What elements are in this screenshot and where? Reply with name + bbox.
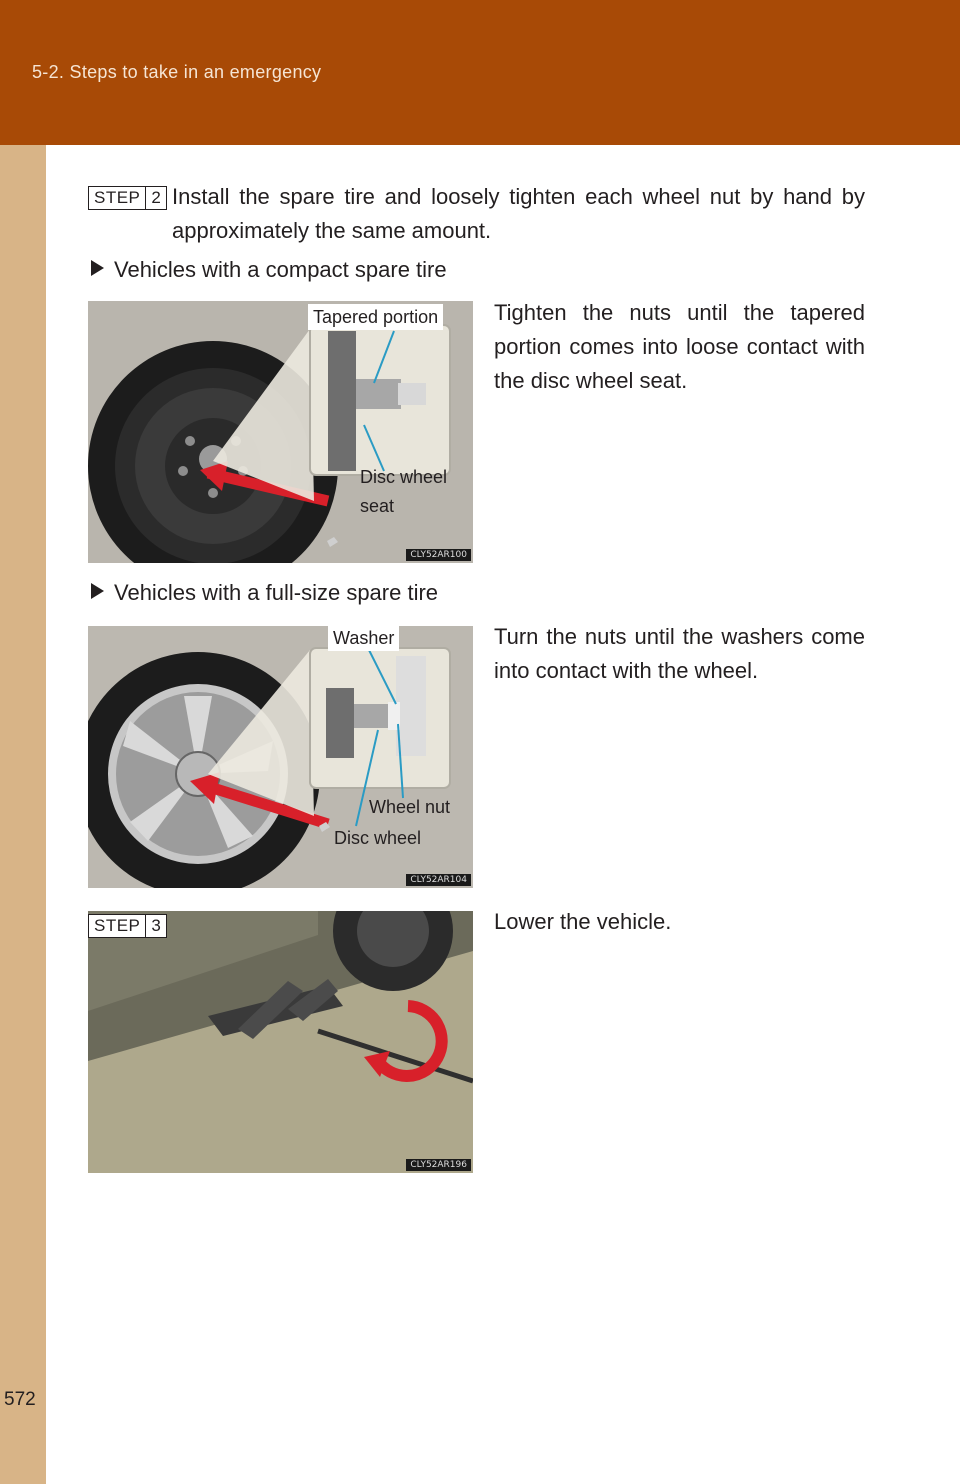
- washer-label: Washer: [328, 626, 400, 651]
- step-number: 3: [151, 916, 161, 935]
- section-title: 5-2. Steps to take in an emergency: [32, 62, 322, 82]
- bullet-triangle-icon: [91, 260, 104, 276]
- compact-instruction: Tighten the nuts until the tapered porti…: [494, 300, 865, 393]
- step-label: STEP: [89, 915, 147, 937]
- step-number: 2: [151, 188, 161, 207]
- figure-code: CLY52AR100: [406, 549, 471, 561]
- disc-wheel-seat-label-line2: seat: [360, 496, 395, 516]
- compact-spare-figure: Tapered portion Disc wheel seat CLY52AR1…: [88, 301, 473, 563]
- bullet-triangle-icon: [91, 583, 104, 599]
- disc-wheel-label: Disc wheel: [334, 828, 422, 848]
- disc-wheel-seat-label-line1: Disc wheel: [360, 467, 448, 487]
- page-header: 5-2. Steps to take in an emergency: [0, 0, 960, 145]
- figure-code: CLY52AR196: [406, 1159, 471, 1171]
- compact-heading: Vehicles with a compact spare tire: [91, 255, 447, 285]
- fullsize-heading: Vehicles with a full-size spare tire: [91, 578, 438, 608]
- step-3-badge: STEP 3: [88, 914, 167, 938]
- step-2-instruction: Install the spare tire and loosely tight…: [172, 184, 865, 243]
- fullsize-instruction: Turn the nuts until the washers come int…: [494, 624, 865, 683]
- lower-vehicle-figure: CLY52AR196: [88, 911, 473, 1173]
- compact-heading-text: Vehicles with a compact spare tire: [114, 257, 447, 282]
- wheel-nut-label: Wheel nut: [369, 797, 451, 817]
- figure-code: CLY52AR104: [406, 874, 471, 886]
- step-label: STEP: [89, 187, 147, 209]
- fullsize-spare-figure: Washer Wheel nut Disc wheel CLY52AR104: [88, 626, 473, 888]
- page-number: 572: [4, 1389, 36, 1410]
- side-margin-bar: [0, 145, 46, 1484]
- tapered-portion-label: Tapered portion: [308, 304, 444, 330]
- step-3-instruction: Lower the vehicle.: [494, 909, 672, 934]
- fullsize-heading-text: Vehicles with a full-size spare tire: [114, 580, 439, 605]
- step-2-badge: STEP 2: [88, 186, 167, 210]
